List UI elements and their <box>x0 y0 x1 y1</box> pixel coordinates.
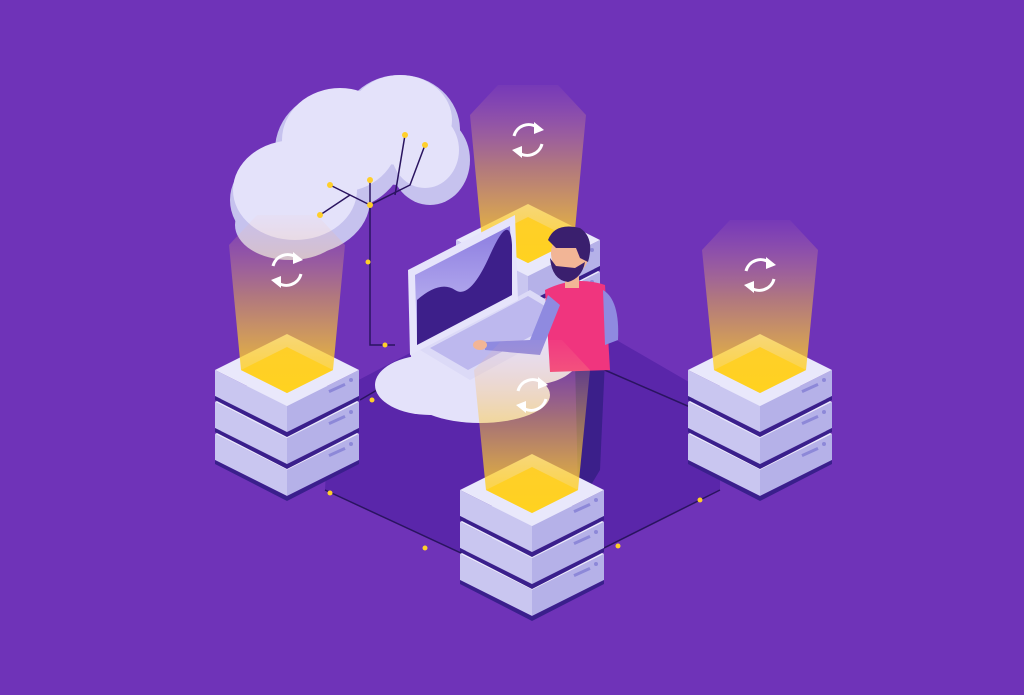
screen-chart <box>417 229 512 345</box>
person-hand <box>473 340 487 350</box>
light-beam <box>702 220 818 393</box>
cloud-puff <box>391 112 459 188</box>
beam-back <box>470 85 586 263</box>
circuit-node <box>367 177 373 183</box>
server-led <box>590 248 594 252</box>
server-led <box>822 378 826 382</box>
sync-icon <box>512 122 544 158</box>
server-led <box>822 442 826 446</box>
sync-arrow <box>293 252 303 264</box>
sync-icon <box>271 252 303 288</box>
server-led <box>822 410 826 414</box>
sync-icon <box>516 377 548 413</box>
server-vent <box>801 415 819 425</box>
sync-arrow <box>516 401 526 413</box>
node-dot <box>365 259 371 265</box>
server-vent <box>573 535 591 545</box>
circuit-node <box>327 182 333 188</box>
server-side-left <box>215 434 287 496</box>
node-dot <box>697 497 703 503</box>
circuit-node <box>422 142 428 148</box>
beam-left <box>229 215 345 393</box>
node-dot <box>615 543 621 549</box>
server-vent <box>573 567 591 577</box>
server-vent <box>328 447 346 457</box>
circuit-node <box>402 132 408 138</box>
server-led <box>594 498 598 502</box>
server-side-left <box>460 490 532 552</box>
circuit-line <box>319 194 351 216</box>
circuit-line <box>369 144 426 206</box>
sync-arrow <box>744 281 754 293</box>
server-vent <box>801 447 819 457</box>
sync-icon <box>744 257 776 293</box>
light-beam <box>474 340 590 513</box>
sync-arrow <box>512 146 522 158</box>
sync-arrow <box>271 276 281 288</box>
server-side-left <box>688 434 760 496</box>
server-led <box>349 410 353 414</box>
server-vent <box>573 503 591 513</box>
circuit-node <box>367 202 373 208</box>
server-side-left <box>215 402 287 464</box>
node-dot <box>382 342 388 348</box>
server-vent <box>328 383 346 393</box>
node-dot <box>369 397 375 403</box>
server-side-left <box>688 370 760 432</box>
laptop-icon <box>408 215 580 380</box>
server-led <box>349 442 353 446</box>
beam-front <box>474 340 590 513</box>
light-beam <box>229 215 345 393</box>
node-dot <box>327 490 333 496</box>
beam-right <box>702 220 818 393</box>
server-side-left <box>460 522 532 584</box>
sync-arrow <box>534 122 544 134</box>
server-side-left <box>215 370 287 432</box>
sync-arrow <box>538 377 548 389</box>
server-led <box>594 530 598 534</box>
server-side-left <box>460 554 532 616</box>
circuit-line <box>394 134 406 196</box>
person-hair <box>548 226 591 262</box>
server-vent <box>801 383 819 393</box>
circuit-node <box>317 212 323 218</box>
server-led <box>349 378 353 382</box>
server-led <box>594 562 598 566</box>
node-dot <box>422 545 428 551</box>
light-beam <box>470 85 586 263</box>
sync-arrow <box>766 257 776 269</box>
server-vent <box>328 415 346 425</box>
laptop-keyboard <box>430 296 565 370</box>
server-side-left <box>688 402 760 464</box>
person-arm-back <box>603 290 619 345</box>
person-beard <box>550 258 585 282</box>
